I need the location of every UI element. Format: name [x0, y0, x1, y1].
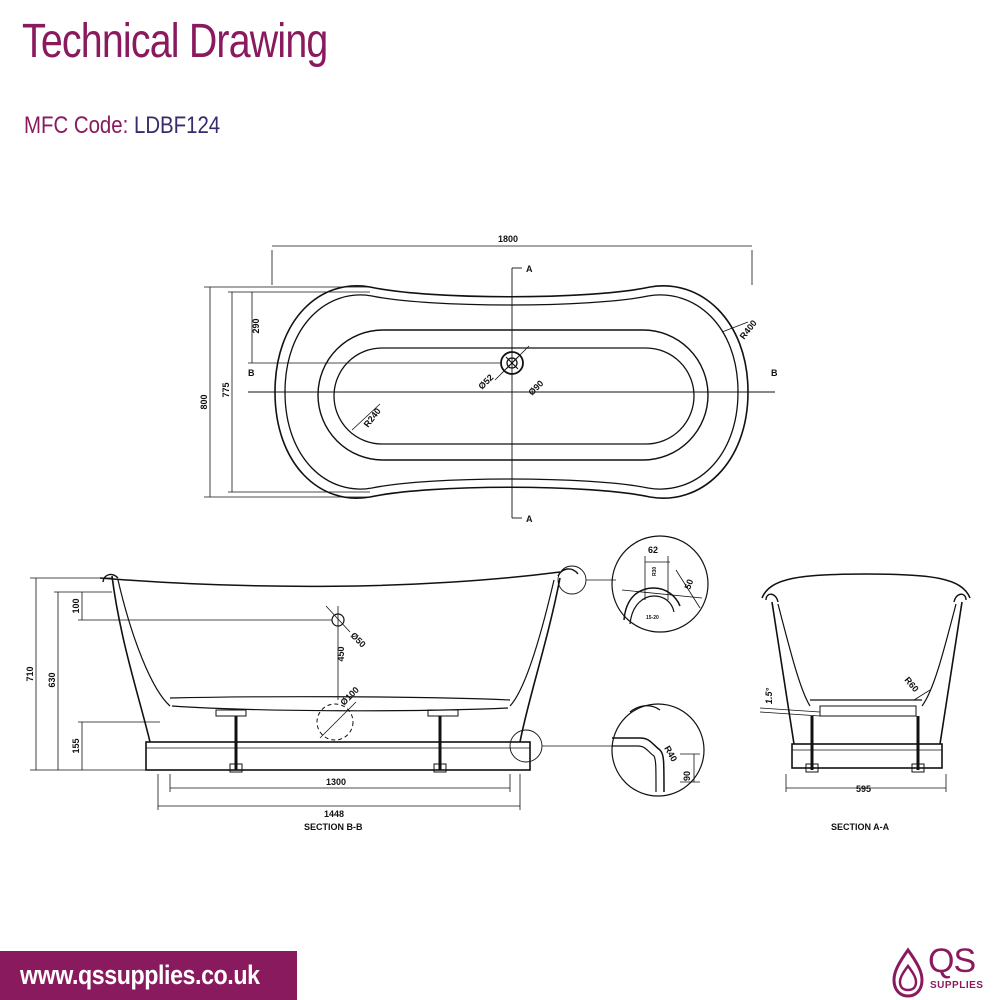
plan-inner-rim: [317, 329, 709, 461]
aa-left-wall: [771, 601, 795, 745]
dim-width-outer: 800: [199, 394, 209, 409]
dim-waste-outer: Ø90: [526, 378, 545, 397]
section-a-top: A: [526, 264, 533, 274]
dim-rim-height-detail: 50: [682, 578, 695, 591]
mfc-code-line: MFC Code: LDBF124: [24, 112, 220, 140]
dim-width-inner: 775: [221, 382, 231, 397]
page-title: Technical Drawing: [22, 15, 328, 68]
dim-aa-radius: R60: [902, 675, 920, 694]
section-b-right: B: [771, 368, 778, 378]
dim-overflow-offset: 100: [71, 598, 81, 613]
dim-rim-height: 630: [47, 672, 57, 687]
mfc-label: MFC Code:: [24, 112, 129, 139]
dim-length: 1800: [498, 234, 518, 244]
bb-right-wall: [519, 577, 561, 743]
dim-inner-radius: R240: [362, 406, 383, 429]
caption-section-bb: SECTION B-B: [304, 822, 363, 832]
aa-right-wall: [939, 601, 963, 745]
footer-url-link[interactable]: www.qssupplies.co.uk: [20, 960, 260, 990]
dim-rim-r30: R30: [652, 567, 658, 576]
section-aa: [759, 573, 971, 792]
mfc-code: LDBF124: [133, 112, 221, 139]
bb-rim: [99, 571, 561, 588]
aa-rim: [761, 573, 971, 599]
section-bb: [30, 565, 616, 810]
plan-view: [204, 245, 775, 519]
dim-end-radius: R400: [738, 318, 759, 341]
dim-overall-height: 710: [25, 666, 35, 681]
dim-waste-dia: Ø100: [338, 685, 361, 708]
plan-rim-line: [284, 294, 739, 490]
dim-overflow-base: 450: [336, 646, 346, 661]
qs-supplies-logo: QS SUPPLIES: [888, 942, 994, 998]
logo-subtext: SUPPLIES: [930, 980, 984, 991]
dim-base-inner: 1300: [326, 777, 346, 787]
detail-base: [611, 703, 705, 797]
dim-base-height: 90: [682, 771, 692, 781]
bb-waste-circle: [316, 703, 354, 741]
dim-overflow-dia: Ø50: [349, 630, 368, 649]
caption-section-aa: SECTION A-A: [831, 822, 890, 832]
dim-plinth-height: 155: [71, 738, 81, 753]
aa-plinth: [791, 743, 943, 769]
dim-base-outer: 1448: [324, 809, 344, 819]
dim-waste-inner: Ø52: [476, 372, 495, 391]
bb-basin-floor: [169, 696, 511, 701]
dim-aa-angle: 1.5°: [764, 688, 774, 705]
dim-aa-width: 595: [856, 784, 871, 794]
dim-rim-width: 62: [648, 545, 658, 555]
logo-text: QS: [928, 942, 976, 980]
detail-rim: [611, 535, 709, 633]
water-drop-icon: [892, 947, 924, 998]
footer-url-bar[interactable]: www.qssupplies.co.uk: [0, 951, 297, 1000]
section-a-bottom: A: [526, 514, 533, 524]
dim-offset: 290: [251, 318, 261, 333]
dim-rim-range: 15-20: [646, 615, 659, 621]
bb-plinth: [145, 741, 531, 771]
section-b-left: B: [248, 368, 255, 378]
dim-base-radius: R40: [662, 744, 679, 763]
plan-basin: [333, 347, 695, 445]
bb-left-wall: [111, 575, 151, 743]
